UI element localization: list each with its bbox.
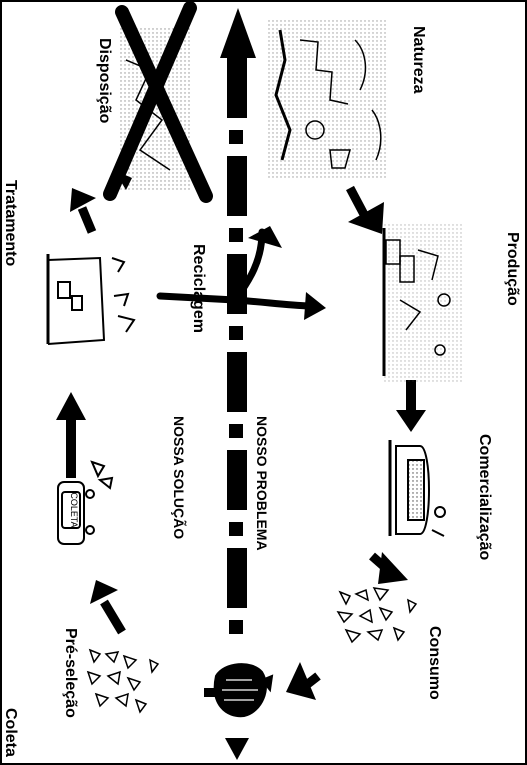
central-dashed-arrow	[220, 8, 256, 760]
consumo-illustration	[338, 588, 416, 642]
label-coleta: Coleta	[2, 708, 19, 757]
up-arrowhead	[220, 8, 256, 58]
tratamento-illustration	[48, 254, 134, 344]
label-natureza: Natureza	[410, 26, 427, 94]
pre-selecao-illustration	[88, 650, 158, 712]
label-nossa-solucao: NOSSA SOLUÇÃO	[171, 416, 188, 539]
recycle-arrowhead-right	[304, 292, 326, 320]
recycle-arrowhead-up	[248, 226, 282, 248]
down-arrowhead	[225, 738, 249, 760]
label-reciclagem: Reciclagem	[190, 244, 207, 333]
label-nosso-problema: NOSSO PROBLEMA	[254, 416, 270, 551]
truck-text: COLETA	[69, 492, 79, 527]
natureza-illustration	[268, 20, 388, 180]
label-pre-selecao: Pré-seleção	[62, 628, 79, 718]
comercializacao-illustration	[390, 440, 445, 536]
label-consumo: Consumo	[426, 626, 443, 700]
label-disposicao: Disposição	[96, 38, 113, 124]
disposicao-illustration	[110, 8, 206, 196]
garbage-bag-illustration	[215, 664, 272, 716]
label-tratamento: Tratamento	[2, 180, 19, 266]
label-comercializacao: Comercialização	[476, 434, 493, 561]
label-producao: Produção	[504, 232, 521, 306]
producao-illustration	[382, 222, 462, 382]
